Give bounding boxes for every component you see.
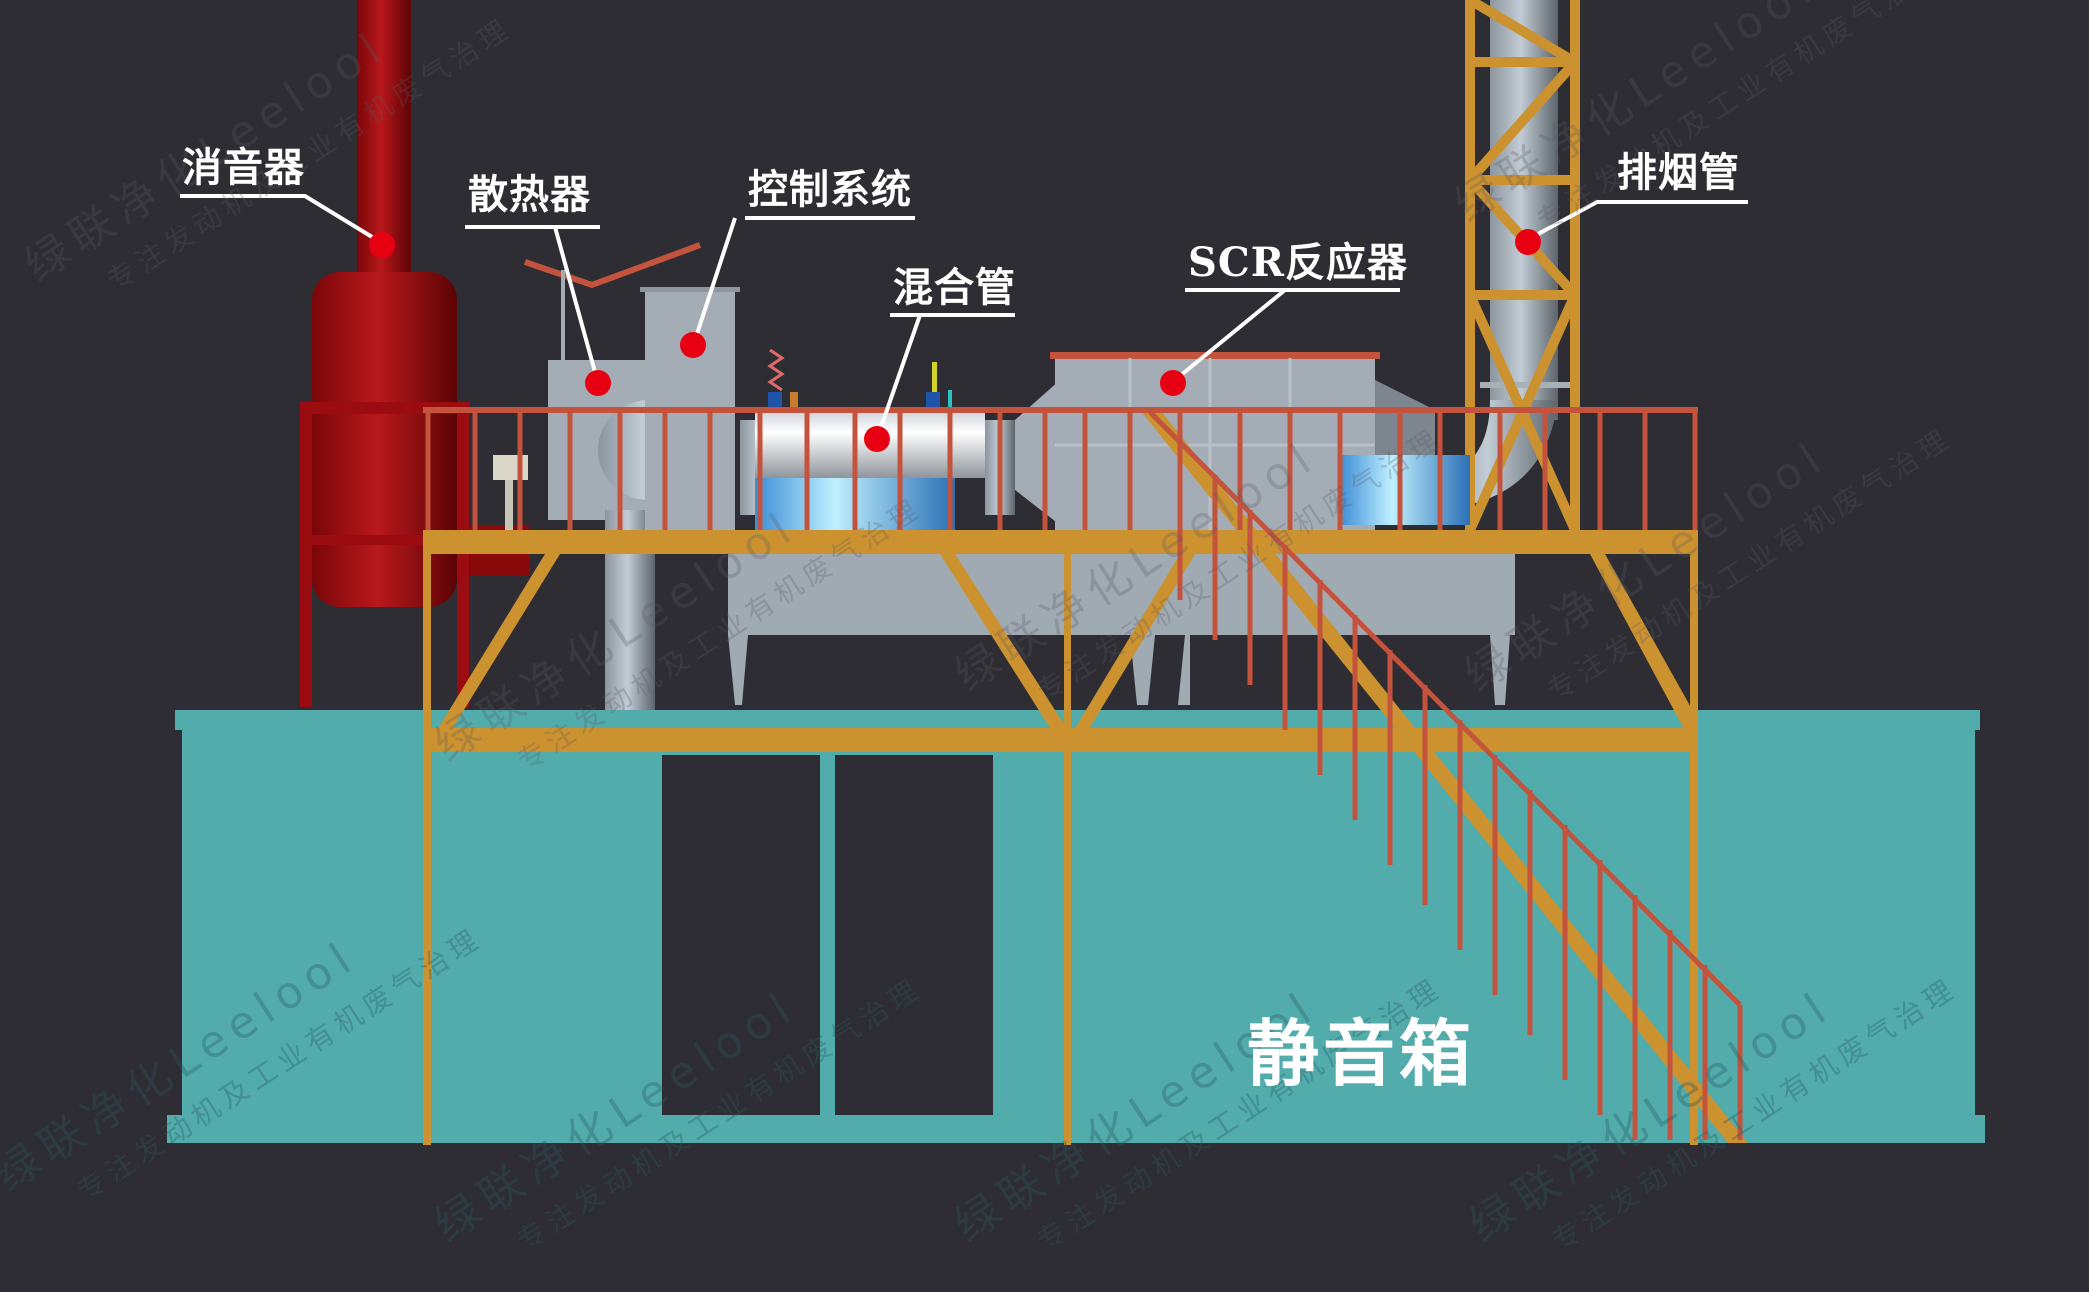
silent-box-door-right xyxy=(835,755,993,1115)
leader-line-mixing xyxy=(878,314,922,431)
marker-scr-reactor xyxy=(1160,370,1186,396)
leader-line-exhaust xyxy=(1526,200,1748,242)
marker-radiator xyxy=(585,370,611,396)
marker-exhaust-pipe xyxy=(1515,229,1541,255)
railing xyxy=(423,407,1743,1140)
leader-lines xyxy=(180,194,1748,431)
marker-muffler xyxy=(369,232,395,258)
label-exhaust-pipe: 排烟管 xyxy=(1617,149,1740,196)
silent-box xyxy=(167,710,1985,1143)
label-scr-reactor: SCR反应器 xyxy=(1188,239,1408,286)
platform-frame xyxy=(423,410,1748,1145)
leader-line-radiator xyxy=(553,226,600,384)
marker-control-system xyxy=(680,332,706,358)
equipment-illustration xyxy=(167,0,1985,1145)
silent-box-door-left xyxy=(662,755,820,1115)
label-control-system: 控制系统 xyxy=(748,166,912,213)
label-muffler: 消音器 xyxy=(182,144,305,191)
markers xyxy=(369,229,1541,452)
marker-mixing-pipe xyxy=(864,426,890,452)
label-radiator: 散热器 xyxy=(468,171,591,218)
label-mixing-pipe: 混合管 xyxy=(893,264,1016,311)
muffler xyxy=(300,0,530,707)
leader-line-scr xyxy=(1173,288,1287,382)
scr-system-diagram: 绿联净化Leelool 专注发动机及工业有机废气治理 绿联净化Leelool 专… xyxy=(0,0,1985,1258)
leader-line-control xyxy=(693,217,737,341)
exhaust-pipe xyxy=(1430,0,1580,533)
leader-line-muffler xyxy=(180,194,384,245)
label-silent-box: 静音箱 xyxy=(1247,1011,1476,1096)
